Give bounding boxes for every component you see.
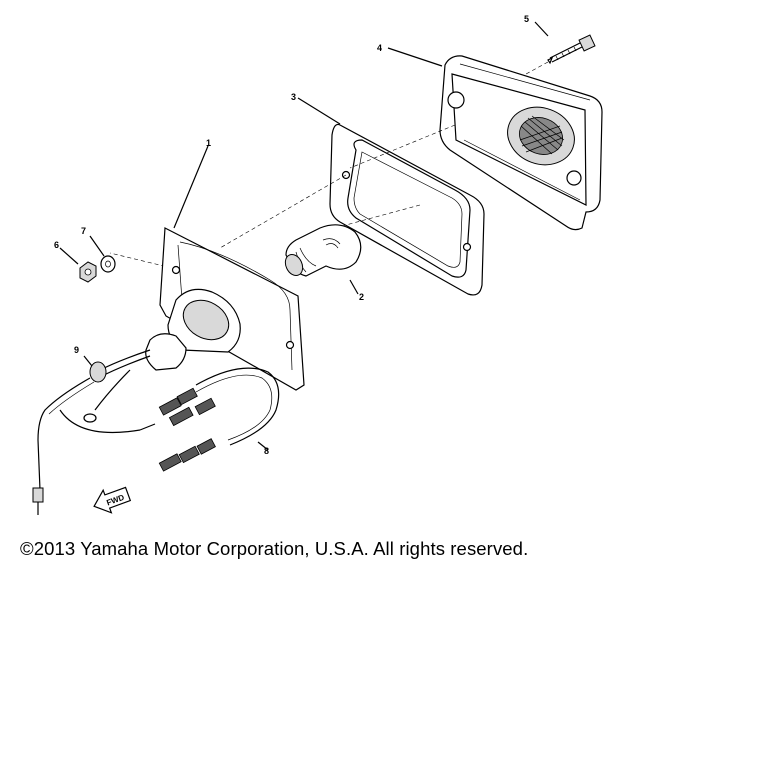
callout-8: 8 [264,446,269,456]
alignment-line [349,124,456,169]
callout-leader [534,21,549,37]
gasket-part-3 [329,123,485,296]
lead-wire-part-8 [139,367,280,472]
housing-part-1 [145,145,305,391]
copyright-notice: ©2013 Yamaha Motor Corporation, U.S.A. A… [20,538,529,559]
callout-leader [297,97,341,125]
callout-7: 7 [81,226,86,236]
forward-direction-marker: FWD [93,486,132,514]
bulb-part-2 [284,224,362,295]
lens-part-4 [439,55,603,231]
callout-5: 5 [524,14,529,24]
exploded-parts-diagram: 1 2 3 4 5 6 7 8 9 FWD [32,14,603,515]
nut-part-6 [59,247,97,283]
callout-4: 4 [377,43,382,53]
callout-leader [387,47,443,67]
callout-6: 6 [54,240,59,250]
wire-harness-part-9 [32,349,151,515]
callout-3: 3 [291,92,296,102]
alignment-line [109,252,173,269]
washer-part-7 [89,235,116,273]
callout-9: 9 [74,345,79,355]
alignment-line [219,174,347,249]
callout-1: 1 [206,138,211,148]
callout-2: 2 [359,292,364,302]
